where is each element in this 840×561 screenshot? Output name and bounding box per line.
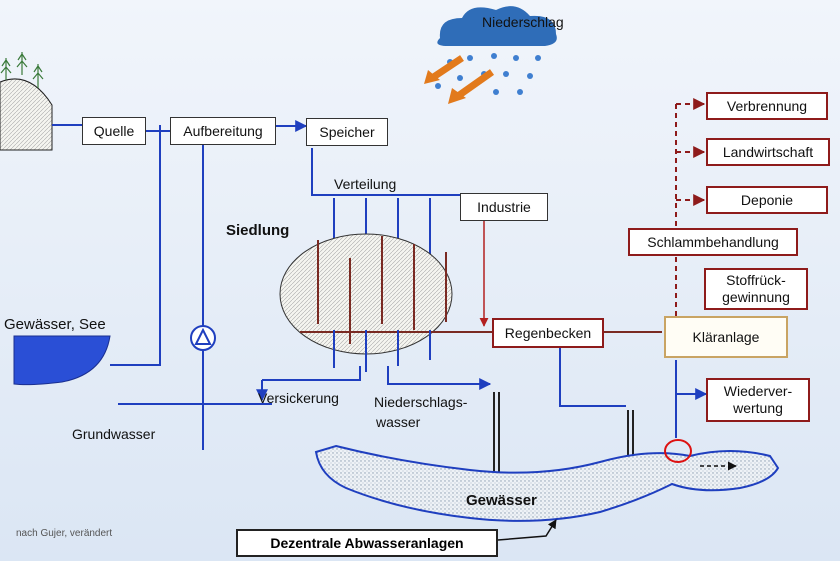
rain-cloud-graphic — [424, 6, 557, 104]
landfill-box: Deponie — [706, 186, 828, 214]
decentral-pointer — [497, 519, 557, 541]
discharge-point-marker — [664, 439, 692, 463]
resource-recovery-box: Stoffrück- gewinnung — [704, 268, 808, 310]
decentral-wastewater-box: Dezentrale Abwasseranlagen — [236, 529, 498, 557]
wwtp-box: Kläranlage — [664, 316, 788, 358]
stormwater-label: Niederschlags- wasser — [374, 392, 467, 432]
infiltration-label: Versickerung — [258, 390, 339, 406]
sludge-treatment-box: Schlammbehandlung — [628, 228, 798, 256]
stormwater-label-line1: Niederschlags- — [374, 394, 468, 410]
distribution-label: Verteilung — [334, 176, 397, 192]
resource-recovery-line1: Stoffrück- — [726, 272, 786, 288]
reuse-line1: Wiederver- — [723, 383, 793, 399]
storage-box: Speicher — [306, 118, 388, 146]
wastewater-lines — [300, 236, 662, 344]
credit-note: nach Gujer, verändert — [16, 528, 113, 539]
rain-basin-box: Regenbecken — [492, 318, 604, 348]
stormwater-drops — [333, 330, 431, 372]
water-body-label: Gewässer — [466, 492, 537, 509]
stormwater-label-line2: wasser — [376, 414, 421, 430]
reuse-box: Wiederver- wertung — [706, 378, 810, 422]
pump-icon — [190, 325, 216, 351]
reuse-line2: wertung — [733, 400, 783, 416]
lake-label: Gewässer, See — [4, 316, 106, 333]
industry-box: Industrie — [460, 193, 548, 221]
water-supply-lines — [52, 120, 708, 450]
lake-shape — [13, 335, 111, 386]
precipitation-label: Niederschlag — [482, 14, 564, 30]
agriculture-box: Landwirtschaft — [706, 138, 830, 166]
sludge-lines — [675, 98, 706, 316]
incineration-box: Verbrennung — [706, 92, 828, 120]
resource-recovery-line2: gewinnung — [722, 289, 790, 305]
treatment-box: Aufbereitung — [170, 117, 276, 145]
source-box: Quelle — [82, 117, 146, 145]
hill-graphic — [0, 52, 53, 151]
settlement-label: Siedlung — [226, 222, 290, 239]
groundwater-label: Grundwasser — [72, 426, 156, 442]
river-shape — [314, 444, 780, 522]
